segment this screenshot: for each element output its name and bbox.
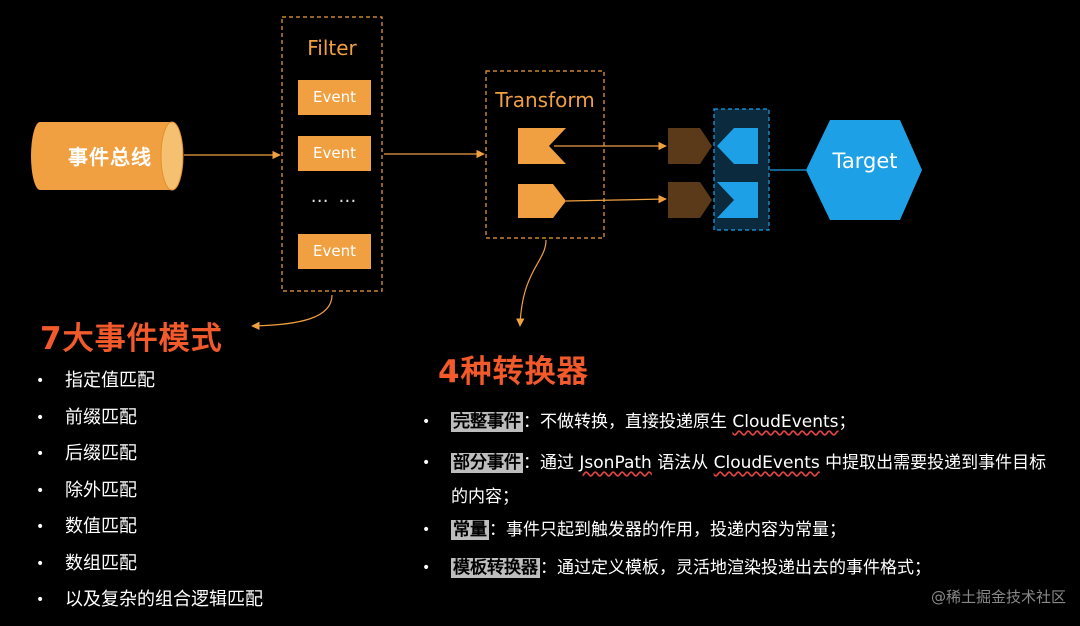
converter-item-constant: • 常量：事件只起到触发器的作用，投递内容为常量； bbox=[422, 520, 846, 540]
converter-item-full: • 完整事件：不做转换，直接投递原生 CloudEvents； bbox=[422, 412, 856, 432]
event-box-1: Event bbox=[298, 80, 371, 115]
converters-title: 4种转换器 bbox=[438, 354, 589, 390]
list-item: 数值匹配 bbox=[36, 516, 263, 553]
event-bus-label: 事件总线 bbox=[68, 145, 152, 169]
arrow-transform-to-converters bbox=[516, 239, 547, 327]
converter-item-partial: • 部分事件：通过 JsonPath 语法从 CloudEvents 中提取出需… bbox=[422, 453, 1047, 507]
target-hexagon bbox=[806, 120, 922, 220]
list-item: 后缀匹配 bbox=[36, 443, 263, 480]
transform-shape-bottom bbox=[518, 184, 566, 218]
arrow-bottom-to-connector bbox=[565, 194, 667, 204]
transform-title: Transform bbox=[495, 88, 595, 112]
watermark: @稀土掘金技术社区 bbox=[930, 588, 1066, 606]
converter-item-template: • 模板转换器：通过定义模板，灵活地渲染投递出去的事件格式； bbox=[422, 558, 931, 578]
transform-box bbox=[485, 70, 605, 239]
connector-brown-bottom bbox=[668, 182, 712, 218]
list-item: 除外匹配 bbox=[36, 480, 263, 517]
list-item: 数组匹配 bbox=[36, 553, 263, 590]
converter-name: 部分事件 bbox=[451, 453, 523, 473]
ellipsis: … … bbox=[310, 186, 359, 207]
converter-name: 模板转换器 bbox=[451, 558, 540, 578]
connector-brown-top bbox=[668, 128, 712, 164]
event-bus-cylinder bbox=[31, 121, 184, 191]
connector-blue-bottom bbox=[717, 182, 758, 218]
transform-shape-top bbox=[518, 128, 566, 164]
list-item: 前缀匹配 bbox=[36, 407, 263, 444]
list-item: 指定值匹配 bbox=[36, 370, 263, 407]
arrow-filter-to-modes bbox=[251, 294, 333, 331]
modes-title: 7大事件模式 bbox=[40, 321, 223, 357]
filter-title: Filter bbox=[307, 36, 357, 60]
event-box-2: Event bbox=[298, 136, 371, 171]
target-label: Target bbox=[832, 149, 898, 173]
converter-name: 常量 bbox=[451, 520, 489, 540]
filter-box bbox=[281, 16, 383, 292]
connector-blue-top bbox=[717, 128, 758, 164]
converter-name: 完整事件 bbox=[451, 412, 523, 432]
list-item: 以及复杂的组合逻辑匹配 bbox=[36, 589, 263, 626]
modes-list: 指定值匹配 前缀匹配 后缀匹配 除外匹配 数值匹配 数组匹配 以及复杂的组合逻辑… bbox=[36, 370, 263, 626]
event-box-3: Event bbox=[298, 234, 371, 269]
